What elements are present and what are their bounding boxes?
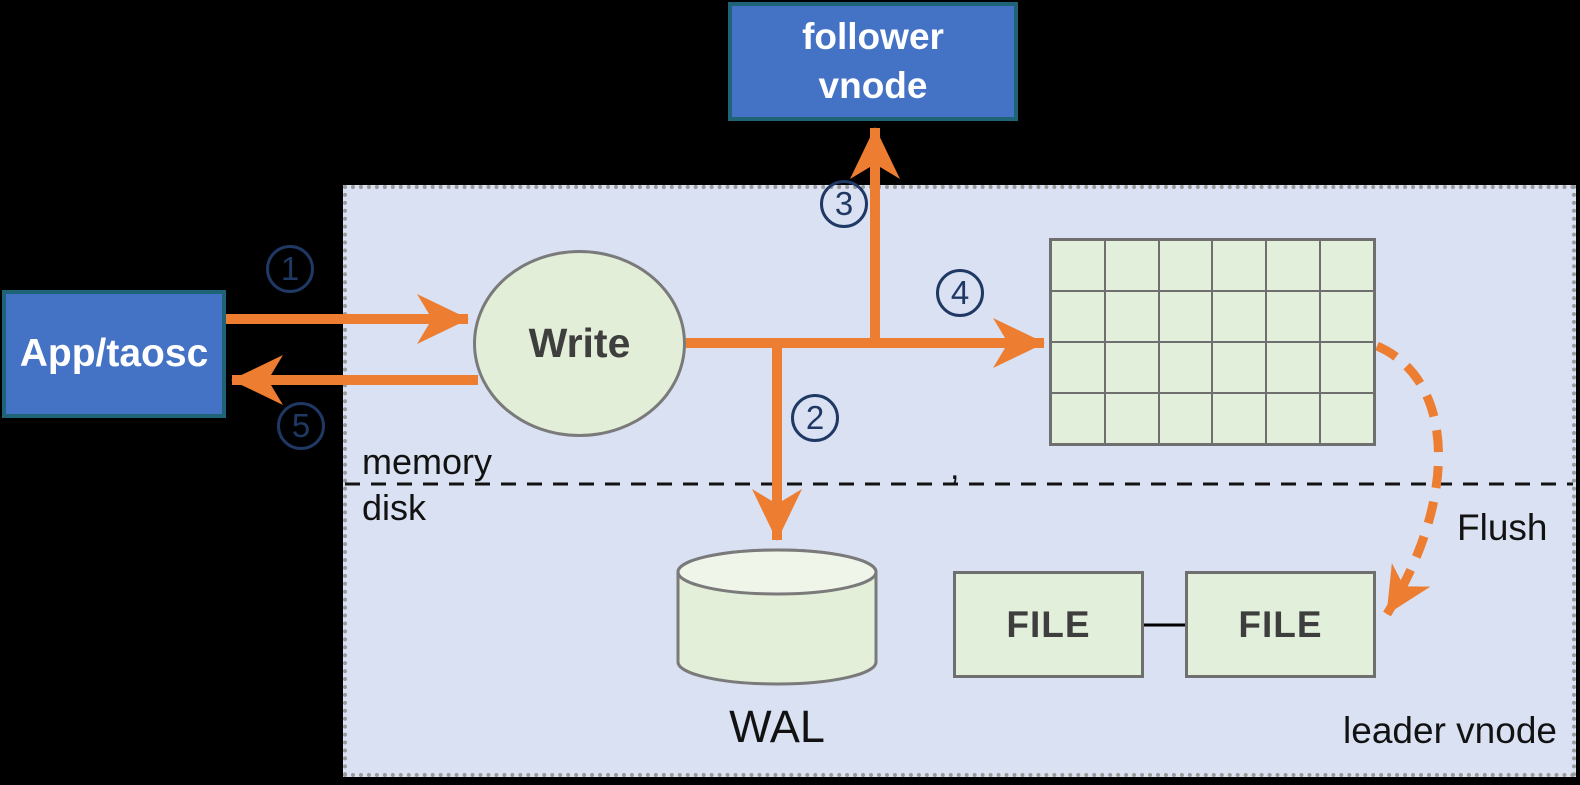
memtable-cell — [1158, 291, 1213, 342]
memtable-grid — [1049, 238, 1376, 446]
memtable-cell — [1320, 240, 1374, 291]
step-badge-2: 2 — [791, 394, 839, 442]
memtable-cell — [1320, 393, 1374, 444]
file-box-1: FILE — [953, 571, 1144, 678]
step-badge-3: 3 — [820, 180, 868, 228]
flush-label: Flush — [1457, 507, 1548, 548]
memtable-cell — [1266, 393, 1321, 444]
write-label: Write — [528, 320, 631, 366]
memtable-cell — [1051, 393, 1105, 444]
memtable-cell — [1320, 342, 1374, 393]
memtable-cell — [1158, 342, 1213, 393]
disk-label: disk — [362, 487, 427, 528]
file-2-label: FILE — [1238, 603, 1323, 645]
leader-vnode-label: leader vnode — [1343, 710, 1557, 751]
app-taosc-label: App/taosc — [19, 331, 209, 375]
step-badge-1: 1 — [266, 245, 314, 293]
divider-stray-mark: , — [950, 449, 960, 487]
file-1-label: FILE — [1006, 603, 1091, 645]
memtable-cell — [1158, 393, 1213, 444]
follower-vnode-label: follower vnode — [802, 16, 944, 106]
memtable-cell — [1104, 240, 1159, 291]
memtable-cell — [1212, 240, 1267, 291]
memtable-cell — [1051, 240, 1105, 291]
file-box-2: FILE — [1185, 571, 1376, 678]
memtable-cell — [1212, 342, 1267, 393]
memtable-cell — [1266, 342, 1321, 393]
wal-label: WAL — [729, 701, 825, 752]
memtable-cell — [1320, 291, 1374, 342]
step-badge-5: 5 — [277, 402, 325, 450]
memtable-cell — [1266, 291, 1321, 342]
memtable-cell — [1212, 291, 1267, 342]
memtable-cell — [1051, 342, 1105, 393]
follower-vnode-node: follower vnode — [728, 2, 1018, 121]
memtable-cell — [1158, 240, 1213, 291]
memtable-cell — [1212, 393, 1267, 444]
memtable-cell — [1104, 291, 1159, 342]
write-node: Write — [473, 250, 686, 437]
app-taosc-node: App/taosc — [2, 290, 226, 418]
memory-label: memory — [362, 441, 493, 482]
memtable-cell — [1266, 240, 1321, 291]
memtable-cell — [1104, 393, 1159, 444]
step-badge-4: 4 — [936, 269, 984, 317]
memtable-cell — [1104, 342, 1159, 393]
wal-cylinder-icon — [676, 548, 878, 686]
memtable-cell — [1051, 291, 1105, 342]
